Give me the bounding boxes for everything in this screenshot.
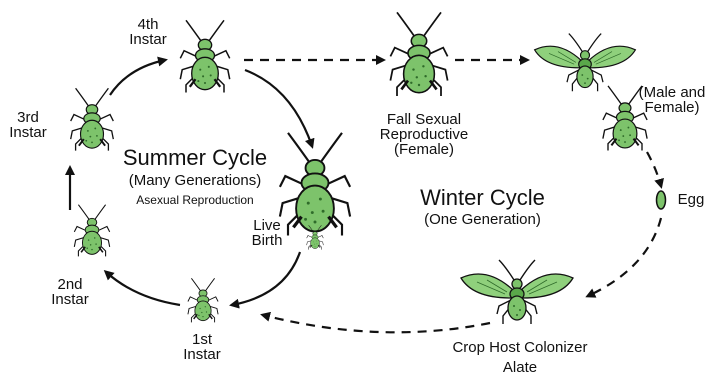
winter-cycle-title: Winter Cycle (400, 187, 565, 209)
egg-icon (657, 191, 666, 209)
aphid-4th-instar (180, 20, 229, 92)
label-1st-instar: 1st Instar (174, 332, 230, 362)
label-male-female: (Male and Female) (636, 85, 708, 115)
label-egg: Egg (674, 192, 708, 207)
aphid-summer-adult (280, 133, 350, 236)
label-2nd-instar: 2nd Instar (42, 277, 98, 307)
arrow-female-to-egg (647, 152, 661, 186)
label-live-birth: Live Birth (244, 218, 290, 248)
arrow-3rd-to-4th (110, 60, 165, 95)
aphid-crop-host-alate (461, 260, 573, 324)
arrow-birth-to-1st (232, 252, 300, 305)
aphid-2nd-instar (74, 205, 109, 257)
aphid-winged-male (535, 34, 636, 92)
label-3rd-instar: 3rd Instar (0, 110, 56, 140)
summer-cycle-title: Summer Cycle (110, 147, 280, 169)
winter-cycle-block: Winter Cycle (One Generation) (400, 187, 565, 227)
aphid-fall-sexual-female (390, 12, 447, 96)
summer-cycle-subtitle: (Many Generations) (110, 173, 280, 188)
arrow-egg-to-alate (588, 218, 661, 296)
winter-cycle-subtitle: (One Generation) (400, 212, 565, 227)
arrow-alate-to-1st (263, 315, 490, 332)
aphid-1st-instar (188, 278, 218, 322)
label-crop-host-alate: Crop Host Colonizer Alate (440, 340, 600, 375)
label-fall-sexual: Fall Sexual Reproductive (Female) (376, 112, 472, 157)
summer-cycle-note: Asexual Reproduction (110, 194, 280, 206)
summer-cycle-block: Summer Cycle (Many Generations) Asexual … (110, 147, 280, 206)
arrow-4th-to-adult (245, 70, 312, 146)
aphid-3rd-instar (71, 88, 114, 150)
label-4th-instar: 4th Instar (120, 17, 176, 47)
arrow-1st-to-2nd (106, 272, 180, 305)
